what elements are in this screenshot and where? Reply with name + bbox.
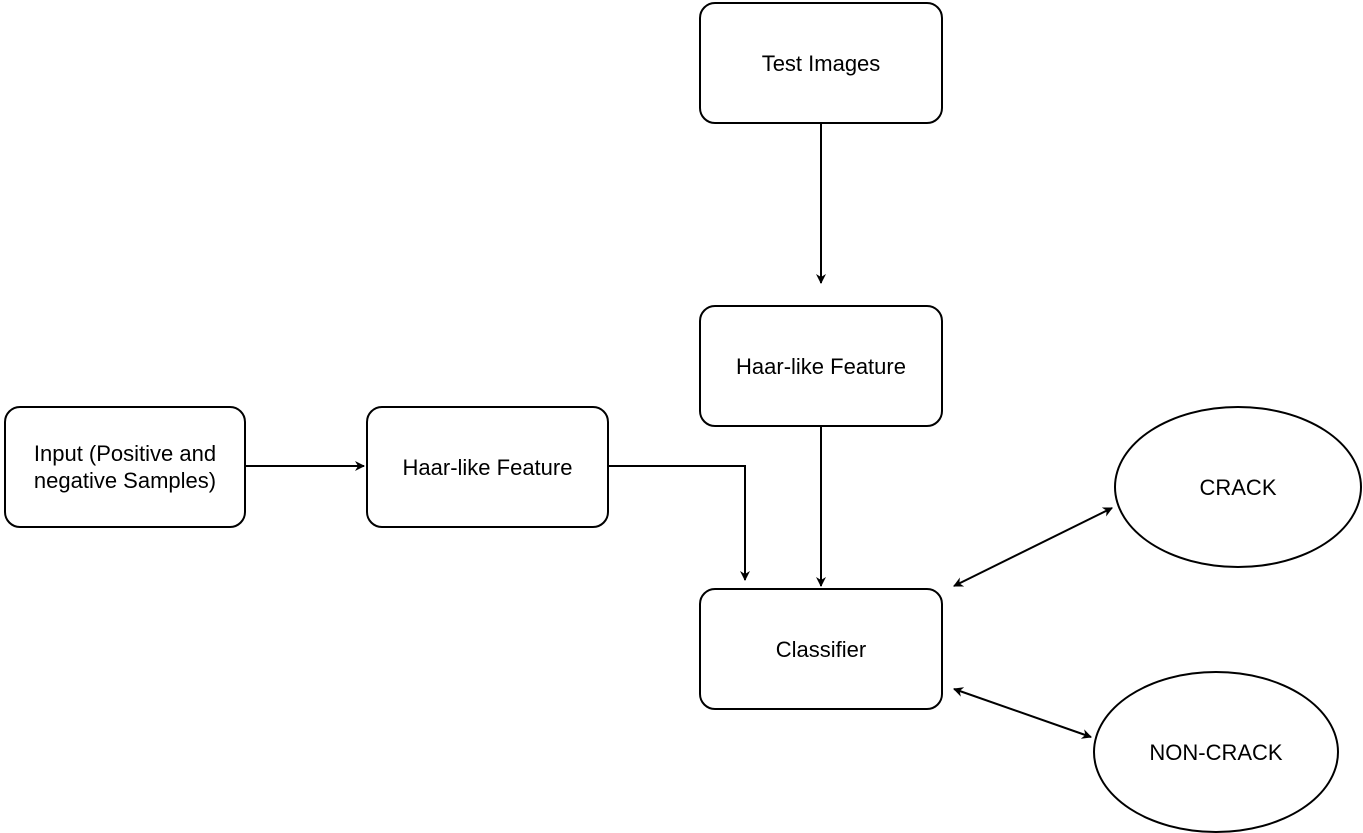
test-images-label: Test Images [761,50,881,76]
classifier-label: Classifier [775,636,867,662]
haar-feature-train-label: Haar-like Feature [402,454,573,480]
haar-feature-train-node: Haar-like Feature [366,406,609,528]
test-images-node: Test Images [699,2,943,124]
crack-label: CRACK [1199,474,1277,500]
non-crack-label: NON-CRACK [1149,739,1283,765]
classifier-node: Classifier [699,588,943,710]
arrow-haar-left-to-classifier [609,465,750,581]
crack-node: CRACK [1114,406,1362,568]
input-samples-node: Input (Positive and negative Samples) [4,406,246,528]
haar-feature-test-node: Haar-like Feature [699,305,943,427]
non-crack-node: NON-CRACK [1093,671,1339,833]
haar-feature-test-label: Haar-like Feature [736,353,906,379]
arrow-classifier-non-crack [953,687,1092,739]
arrow-classifier-crack [953,507,1113,587]
input-samples-label: Input (Positive and negative Samples) [33,441,217,493]
